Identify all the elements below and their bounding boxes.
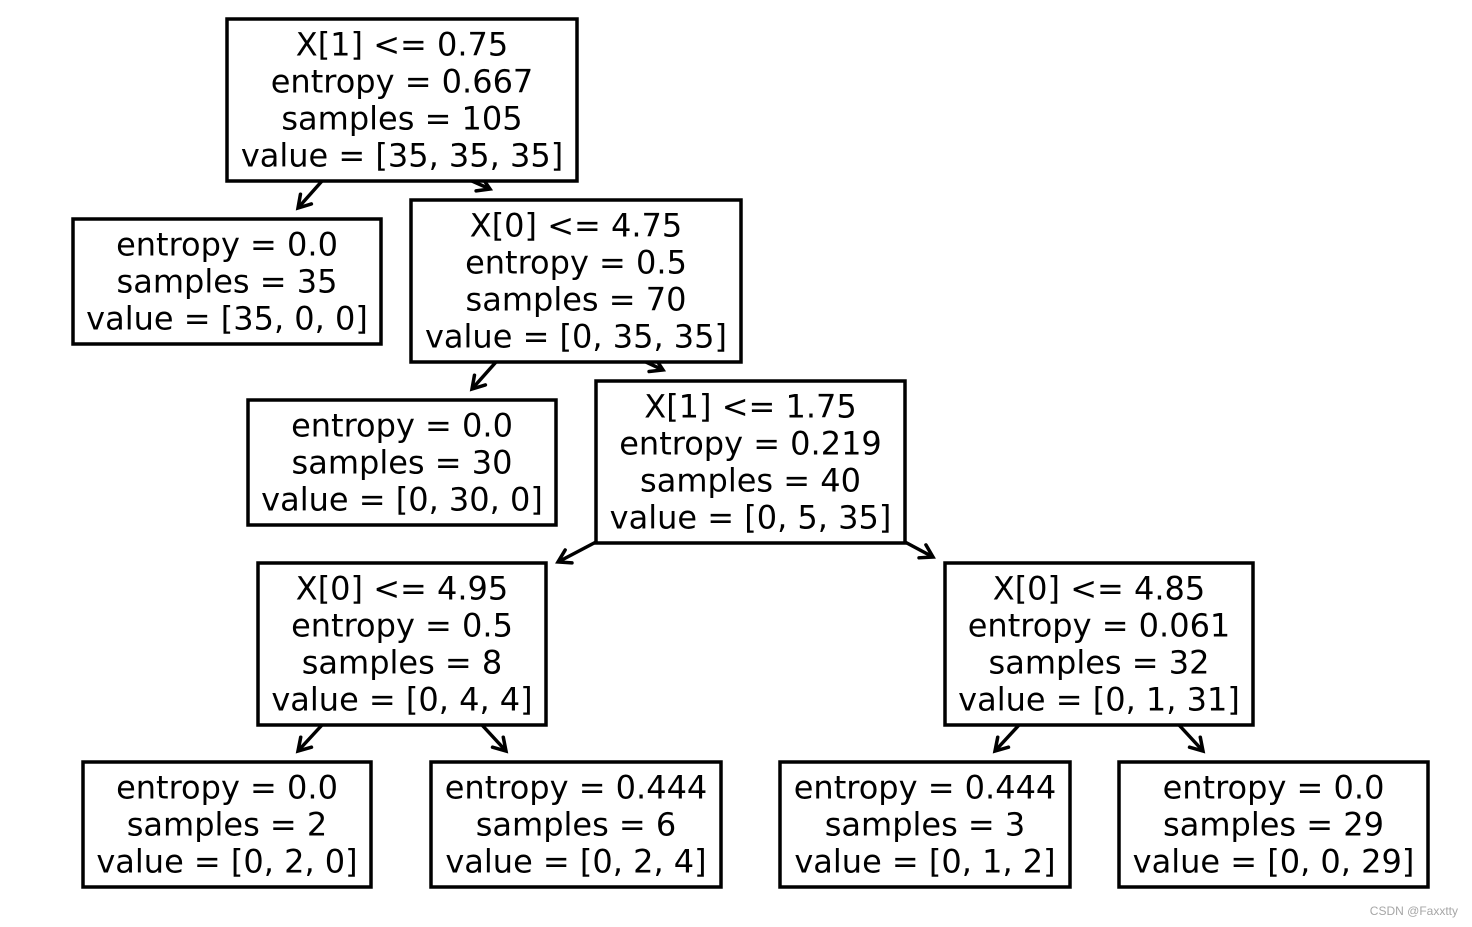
node-box — [81, 760, 373, 889]
node-box — [1117, 760, 1430, 889]
arrow-head — [295, 192, 314, 211]
arrow-head — [992, 735, 1011, 754]
node-text-line: samples = 6 — [476, 806, 677, 844]
node-text-line: samples = 105 — [281, 100, 522, 138]
node-text-line: value = [0, 0, 29] — [1133, 843, 1415, 881]
tree-edge-n6-n9 — [992, 723, 1021, 754]
node-text-line: entropy = 0.667 — [271, 63, 534, 101]
node-text-line: X[0] <= 4.95 — [296, 570, 508, 608]
tree-edge-n4-n5 — [555, 540, 597, 565]
node-text-line: X[0] <= 4.85 — [993, 570, 1205, 608]
node-text-line: samples = 2 — [127, 806, 328, 844]
tree-edge-n6-n10 — [1177, 723, 1206, 754]
node-text-line: samples = 32 — [989, 644, 1210, 682]
tree-edge-n5-n7 — [295, 723, 324, 754]
node-text-line: value = [0, 5, 35] — [610, 499, 892, 537]
tree-edge-n4-n6 — [904, 540, 936, 560]
node-text-line: entropy = 0.5 — [291, 607, 513, 645]
edge-line — [480, 723, 508, 753]
watermark-text: CSDN @Faxxtty — [1369, 904, 1458, 918]
tree-edges — [295, 175, 1206, 754]
arrow-head — [555, 548, 574, 565]
node-text-line: value = [0, 30, 0] — [261, 481, 543, 519]
node-text-line: entropy = 0.0 — [291, 407, 513, 445]
arrow-head — [469, 373, 488, 392]
edge-line — [296, 723, 324, 753]
node-text-line: value = [0, 1, 2] — [794, 843, 1055, 881]
node-box — [225, 17, 579, 183]
node-text-line: entropy = 0.0 — [1163, 769, 1385, 807]
node-text-line: value = [0, 2, 4] — [445, 843, 706, 881]
node-text-line: X[1] <= 1.75 — [644, 388, 856, 426]
node-box — [778, 760, 1072, 889]
node-text-line: value = [0, 1, 31] — [958, 681, 1240, 719]
arrow-head — [295, 735, 314, 754]
node-box — [429, 760, 723, 889]
node-text-line: value = [0, 2, 0] — [96, 843, 357, 881]
node-text-line: X[1] <= 0.75 — [296, 26, 508, 64]
node-text-line: value = [35, 0, 0] — [86, 300, 368, 338]
node-text-line: samples = 70 — [466, 281, 687, 319]
node-text-line: samples = 3 — [825, 806, 1026, 844]
tree-edge-n2-n3 — [469, 360, 498, 392]
node-text-line: entropy = 0.0 — [116, 769, 338, 807]
node-text-line: samples = 40 — [640, 462, 861, 500]
node-text-line: value = [0, 4, 4] — [271, 681, 532, 719]
node-box — [943, 561, 1255, 727]
node-text-line: entropy = 0.219 — [619, 425, 882, 463]
node-text-line: samples = 8 — [302, 644, 503, 682]
node-text-line: samples = 30 — [292, 444, 513, 482]
edge-line — [904, 540, 934, 559]
edge-line — [470, 360, 498, 391]
node-box — [256, 561, 548, 727]
node-box — [71, 217, 383, 346]
node-text-line: value = [35, 35, 35] — [241, 137, 563, 175]
node-text-line: value = [0, 35, 35] — [425, 318, 727, 356]
arrow-head — [917, 543, 936, 560]
node-text-line: entropy = 0.444 — [794, 769, 1057, 807]
node-text-line: samples = 35 — [117, 263, 338, 301]
node-text-line: entropy = 0.444 — [445, 769, 708, 807]
node-text-line: entropy = 0.5 — [465, 244, 687, 282]
arrow-head — [490, 735, 509, 754]
edge-line — [993, 723, 1021, 753]
arrow-head — [1187, 735, 1206, 754]
edge-line — [557, 540, 597, 564]
node-box — [409, 198, 743, 364]
node-text-line: X[0] <= 4.75 — [470, 207, 682, 245]
node-text-line: entropy = 0.0 — [116, 226, 338, 264]
node-text-line: samples = 29 — [1163, 806, 1384, 844]
node-box — [246, 398, 558, 527]
edge-line — [1177, 723, 1205, 753]
node-text-line: entropy = 0.061 — [968, 607, 1231, 645]
node-box — [594, 379, 907, 545]
tree-edge-n5-n8 — [480, 723, 509, 754]
tree-edge-n0-n1 — [295, 179, 324, 211]
edge-line — [296, 179, 324, 210]
